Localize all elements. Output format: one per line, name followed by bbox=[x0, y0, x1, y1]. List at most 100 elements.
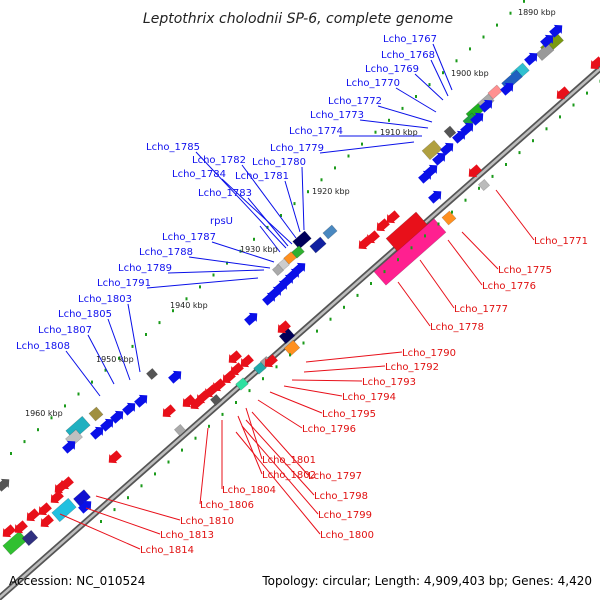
tick-mark bbox=[374, 130, 377, 134]
forward-gene-arrow bbox=[428, 190, 442, 204]
gene-label-forward: Lcho_1783 bbox=[198, 188, 252, 199]
tick-mark bbox=[491, 174, 494, 178]
tick-mark bbox=[455, 59, 458, 63]
tick-mark bbox=[451, 210, 453, 214]
forward-gene-arrow bbox=[0, 478, 10, 492]
gene-label-forward: Lcho_1803 bbox=[78, 294, 132, 305]
kbp-tick-label: 1890 kbp bbox=[518, 8, 556, 17]
forward-gene-arrow bbox=[418, 170, 432, 184]
reverse-gene-arrow bbox=[182, 394, 196, 408]
forward-gene-arrow bbox=[540, 34, 554, 48]
gene-label-reverse: Lcho_1806 bbox=[200, 500, 254, 511]
leader-line bbox=[461, 231, 499, 270]
tick-mark bbox=[397, 258, 399, 262]
forward-gene-arrow bbox=[168, 370, 182, 384]
kbp-tick-label: 1920 kbp bbox=[312, 187, 350, 196]
gene-label-reverse: Lcho_1790 bbox=[402, 348, 456, 359]
gene-label-forward: Lcho_1767 bbox=[383, 34, 437, 45]
leader-line bbox=[127, 303, 141, 373]
tick-mark bbox=[370, 282, 372, 285]
gene-arrow-shape bbox=[264, 354, 278, 368]
reverse-gene-arrow bbox=[14, 520, 28, 534]
reverse-gene-arrow bbox=[386, 210, 400, 224]
leader-line bbox=[397, 281, 431, 327]
gene-label-forward: Lcho_1774 bbox=[289, 126, 343, 137]
gene-arrow-shape bbox=[228, 350, 242, 364]
leader-line bbox=[85, 507, 161, 535]
tick-mark bbox=[509, 11, 512, 15]
tick-mark bbox=[518, 151, 521, 155]
leader-line bbox=[419, 259, 455, 309]
gene-arrow-shape bbox=[262, 292, 276, 306]
gene-label-reverse: Lcho_1793 bbox=[362, 377, 416, 388]
tick-mark bbox=[140, 484, 143, 488]
gene-block-rect bbox=[478, 179, 490, 191]
gene-block bbox=[146, 368, 158, 380]
gene-block bbox=[272, 264, 284, 276]
reverse-gene-arrow bbox=[264, 354, 278, 368]
gene-arrow-shape bbox=[50, 490, 64, 504]
tick-mark bbox=[496, 23, 498, 27]
forward-gene-arrow bbox=[500, 82, 514, 96]
gene-block bbox=[2, 530, 28, 556]
reverse-gene-arrow bbox=[212, 378, 226, 392]
gene-label-forward: Lcho_1769 bbox=[365, 64, 419, 75]
reverse-gene-arrow bbox=[108, 450, 122, 464]
tick-mark bbox=[302, 341, 305, 345]
tick-mark bbox=[523, 0, 525, 3]
gene-block bbox=[441, 210, 457, 226]
reverse-gene-arrow bbox=[228, 350, 242, 364]
leader-line bbox=[211, 241, 275, 263]
gene-arrow-shape bbox=[222, 370, 236, 384]
reverse-gene-arrow bbox=[40, 514, 54, 528]
leader-line bbox=[305, 351, 403, 363]
kbp-tick-label: 1960 kbp bbox=[25, 409, 63, 418]
gene-arrow-shape bbox=[108, 450, 122, 464]
gene-block bbox=[283, 339, 301, 357]
tick-mark bbox=[401, 106, 404, 110]
gene-label-reverse: Lcho_1794 bbox=[342, 392, 396, 403]
gene-label-reverse: Lcho_1799 bbox=[318, 510, 372, 521]
label-leaders bbox=[59, 43, 535, 550]
gene-label-forward: Lcho_1781 bbox=[235, 171, 289, 182]
tick-mark bbox=[410, 246, 413, 250]
gene-arrow-shape bbox=[418, 170, 432, 184]
leader-line bbox=[251, 411, 309, 476]
gene-arrow-shape bbox=[38, 502, 52, 516]
tick-mark bbox=[226, 261, 228, 265]
tick-mark bbox=[383, 270, 386, 274]
tick-mark bbox=[329, 317, 332, 321]
tick-mark bbox=[356, 293, 359, 297]
leader-line bbox=[495, 189, 535, 241]
gene-arrow-shape bbox=[122, 402, 136, 416]
reverse-gene-arrow bbox=[277, 320, 291, 334]
leader-line bbox=[259, 225, 281, 253]
gene-block-rect bbox=[21, 529, 39, 547]
gene-arrow-shape bbox=[168, 370, 182, 384]
leader-line bbox=[319, 141, 415, 154]
gene-label-reverse: Lcho_1771 bbox=[534, 236, 588, 247]
gene-label-reverse: Lcho_1776 bbox=[482, 281, 536, 292]
reverse-gene-arrow bbox=[190, 396, 204, 410]
gene-block bbox=[292, 230, 312, 250]
gene-label-reverse: Lcho_1795 bbox=[322, 409, 376, 420]
reverse-gene-arrow bbox=[60, 476, 74, 490]
forward-gene-arrow bbox=[122, 402, 136, 416]
reverse-gene-arrow bbox=[366, 230, 380, 244]
tick-mark bbox=[50, 416, 53, 420]
gene-label-forward: Lcho_1768 bbox=[381, 50, 435, 61]
tick-mark bbox=[307, 190, 309, 194]
gene-block-rect bbox=[146, 368, 158, 380]
gene-arrow-shape bbox=[230, 362, 244, 376]
tick-mark bbox=[289, 353, 291, 357]
gene-label-forward: Lcho_1780 bbox=[252, 157, 306, 168]
kbp-tick-label: 1910 kbp bbox=[380, 128, 418, 137]
reverse-gene-arrow bbox=[376, 218, 390, 232]
gene-block bbox=[21, 529, 39, 547]
gene-block bbox=[535, 42, 555, 62]
gene-arrow-shape bbox=[452, 130, 466, 144]
tick-mark bbox=[104, 368, 107, 372]
gene-block-rect bbox=[235, 377, 249, 391]
forward-gene-arrow bbox=[134, 394, 148, 408]
